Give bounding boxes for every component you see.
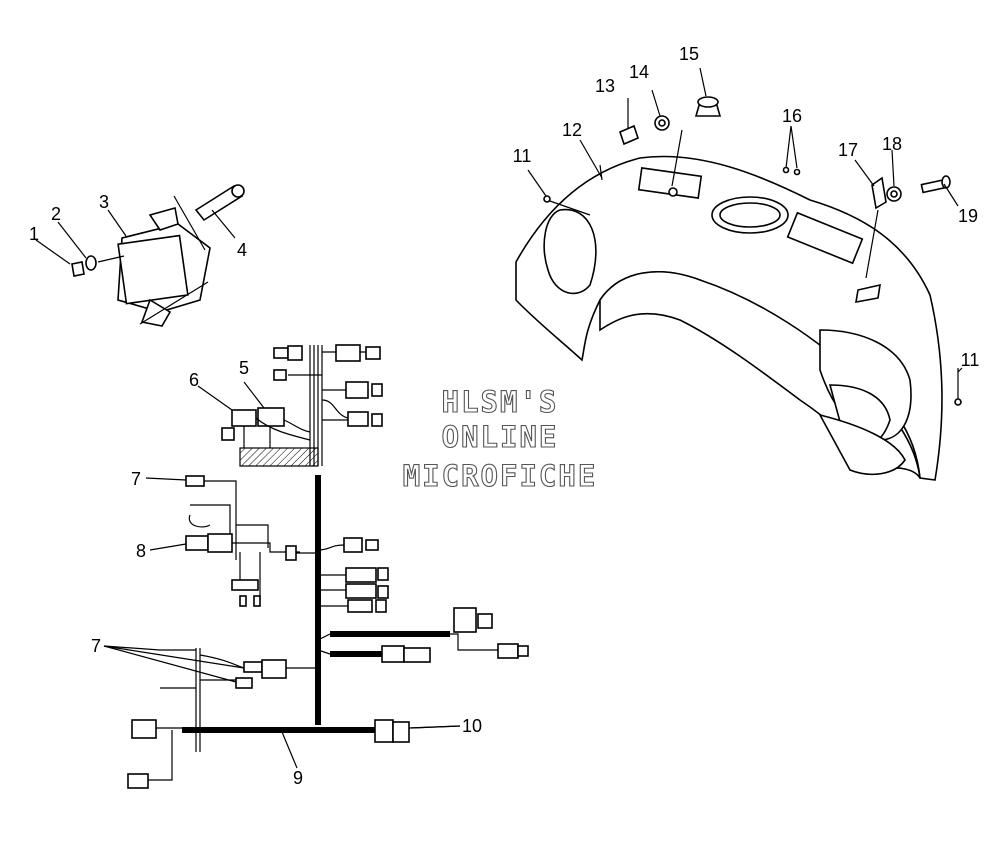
callout-7: 7	[131, 469, 141, 489]
callout-15: 15	[679, 44, 699, 64]
callout-5: 5	[239, 358, 249, 378]
callout-8: 8	[136, 541, 146, 561]
callout-18: 18	[882, 134, 902, 154]
callout-7-lower: 7	[91, 636, 101, 656]
callout-11: 11	[513, 146, 532, 166]
callout-16: 16	[782, 106, 802, 126]
regulator-assembly	[71, 184, 245, 327]
callout-3: 3	[99, 192, 109, 212]
callout-4: 4	[237, 240, 247, 260]
callout-6: 6	[189, 370, 199, 390]
callout-1: 1	[29, 224, 39, 244]
callout-9: 9	[293, 768, 303, 788]
callout-19: 19	[958, 206, 978, 226]
callout-2: 2	[51, 204, 61, 224]
callouts: 1 2 3 4 5 6 7 8 9 10 11 12 13 14 15 16 1…	[29, 44, 979, 788]
wiring-harness	[127, 344, 529, 789]
dashboard-console	[515, 67, 962, 481]
watermark: HLSM'S ONLINE MICROFICHE	[402, 384, 598, 493]
watermark-line-3: MICROFICHE	[403, 459, 598, 493]
watermark-line-1: HLSM'S	[442, 385, 559, 419]
callout-11-right: 11	[961, 350, 980, 370]
callout-13: 13	[595, 76, 615, 96]
watermark-line-2: ONLINE	[442, 420, 559, 454]
callout-17: 17	[838, 140, 858, 160]
callout-14: 14	[629, 62, 649, 82]
callout-12: 12	[562, 120, 582, 140]
callout-10: 10	[462, 716, 482, 736]
